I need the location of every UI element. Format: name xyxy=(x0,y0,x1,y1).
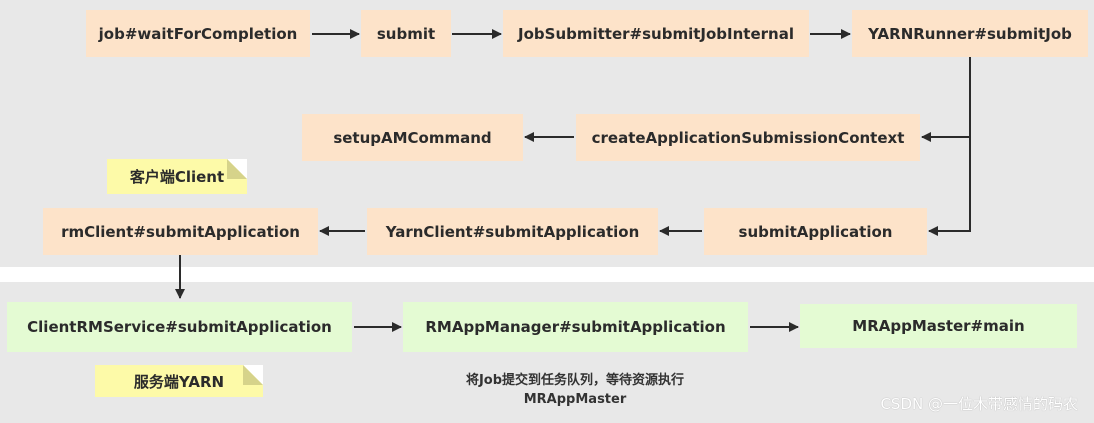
queue-caption-line1: 将Job提交到任务队列，等待资源执行 xyxy=(465,373,685,388)
server-note-fold-shadow xyxy=(243,365,263,385)
queue-caption-line2: MRAppMaster xyxy=(523,392,627,407)
mr-app-master-node: MRAppMaster#main xyxy=(800,304,1077,348)
client-side-note-label: 客户端Client xyxy=(129,168,225,186)
client-side-note: 客户端Client xyxy=(107,159,247,194)
submit-node: submit xyxy=(361,10,451,57)
job-wait-for-completion-node: job#waitForCompletion xyxy=(86,10,310,57)
rm-app-manager-node: RMAppManager#submitApplication xyxy=(403,302,748,352)
client-rm-service-node: ClientRMService#submitApplication xyxy=(7,302,352,352)
yarn-runner-node: YARNRunner#submitJob xyxy=(852,10,1088,57)
create-application-submission-context-node: createApplicationSubmissionContext xyxy=(576,114,920,161)
csdn-watermark: CSDN @一位木带感情的码农 xyxy=(880,395,1078,413)
rm-client-submit-application-node: rmClient#submitApplication xyxy=(43,208,318,255)
submit-application-node: submitApplication xyxy=(704,208,927,255)
arrow-yarnrunner-down xyxy=(928,56,971,236)
server-side-note-label: 服务端YARN xyxy=(133,372,225,391)
job-submitter-node: JobSubmitter#submitJobInternal xyxy=(503,10,809,57)
server-side-note: 服务端YARN xyxy=(95,365,263,397)
client-note-fold-shadow xyxy=(227,159,247,179)
yarn-client-submit-application-node: YarnClient#submitApplication xyxy=(367,208,658,255)
queue-caption: 将Job提交到任务队列，等待资源执行 MRAppMaster xyxy=(425,371,725,409)
setup-am-command-node: setupAMCommand xyxy=(302,114,523,161)
